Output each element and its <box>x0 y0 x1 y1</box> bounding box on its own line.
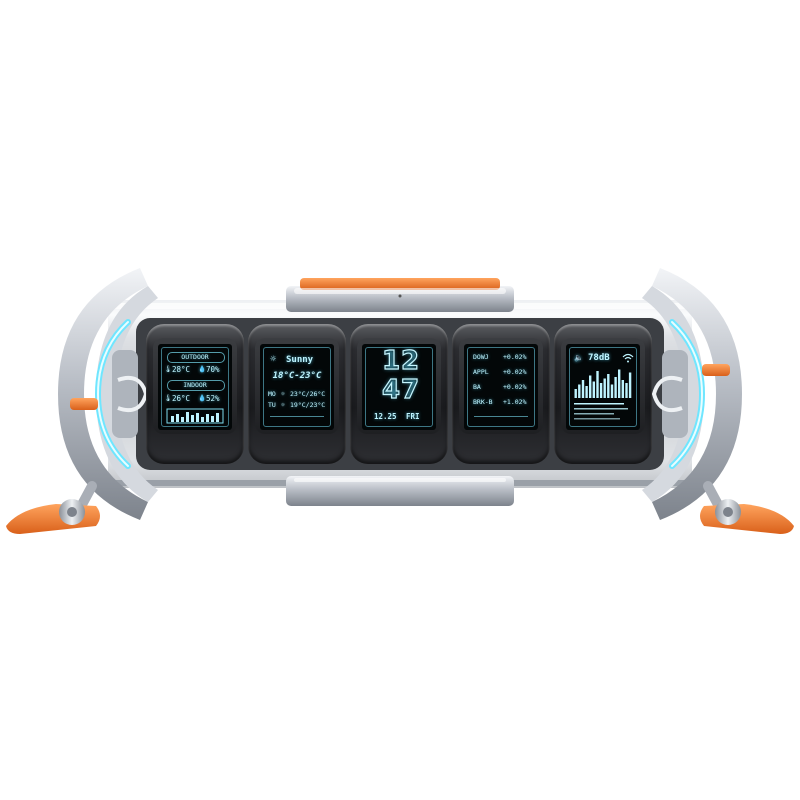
equalizer-bar <box>581 380 585 398</box>
screen-clock: 1 2 4 7 12.25 FRI <box>362 344 436 430</box>
left-end-cap <box>58 268 158 520</box>
outdoor-temp: 28°C <box>172 365 191 374</box>
cube-stocks: DOWJ +0.02% APPL +0.02% BA +0.02% BRK-B … <box>452 324 550 464</box>
top-sensor-dot <box>398 294 402 298</box>
right-orange-tab <box>702 364 730 376</box>
audio-level: 78dB <box>588 353 610 363</box>
sun-icon: ☼ <box>281 401 285 409</box>
thermometer-icon: 🌡 <box>164 365 173 373</box>
screen-audio: 🔈 78dB <box>566 344 640 430</box>
equalizer-bar <box>599 383 603 398</box>
screen-forecast: ☼ Sunny 18°C-23°C MO ☼ 23°C/26°C TU ☼ 19… <box>260 344 334 430</box>
right-foot <box>700 481 794 534</box>
clock-minute-tens: 4 <box>381 375 401 405</box>
clock-hour-ones: 2 <box>400 346 420 376</box>
bottom-bracket <box>286 476 514 506</box>
left-foot <box>6 481 100 534</box>
equalizer-bar <box>628 372 632 398</box>
stock-symbol: BA <box>473 383 481 391</box>
clock-date: 12.25 <box>374 412 397 421</box>
audio-detail-lines <box>574 403 628 420</box>
equalizer-icon <box>574 369 632 398</box>
equalizer-bar <box>618 369 621 398</box>
equalizer-bar <box>621 380 624 398</box>
humidity-drop-icon: 💧 <box>198 365 207 373</box>
thermometer-icon: 🌡 <box>164 394 173 402</box>
cube-audio: 🔈 78dB <box>554 324 652 464</box>
stock-symbol: DOWJ <box>473 353 489 361</box>
equalizer-bar <box>585 386 588 398</box>
indoor-temp: 26°C <box>172 394 191 403</box>
equalizer-bar <box>592 381 595 398</box>
wifi-icon <box>622 353 634 363</box>
stock-change: +0.02% <box>503 383 527 391</box>
forecast-range-2: 19°C/23°C <box>290 401 326 409</box>
stock-symbol: APPL <box>473 368 489 376</box>
equalizer-bar <box>574 389 577 398</box>
stock-change: +0.02% <box>503 353 527 361</box>
sun-icon: ☼ <box>270 354 277 365</box>
screen-stocks: DOWJ +0.02% APPL +0.02% BA +0.02% BRK-B … <box>464 344 538 430</box>
stock-symbol: BRK-B <box>473 398 493 406</box>
cube-forecast: ☼ Sunny 18°C-23°C MO ☼ 23°C/26°C TU ☼ 19… <box>248 324 346 464</box>
top-accent-strip <box>300 278 500 290</box>
equalizer-bar <box>610 384 614 398</box>
equalizer-bar <box>596 371 599 398</box>
clock-hour-tens: 1 <box>381 346 401 376</box>
forecast-condition: Sunny <box>286 355 314 365</box>
clock-minute-ones: 7 <box>400 375 420 405</box>
equalizer-bar <box>614 377 617 398</box>
screen-row: OUTDOOR 🌡 28°C 💧 70% INDOOR 🌡 26°C 💧 52% <box>146 324 654 464</box>
outdoor-label: OUTDOOR <box>181 353 209 361</box>
cube-clock: 1 2 4 7 12.25 FRI <box>350 324 448 464</box>
cube-weather-compare: OUTDOOR 🌡 28°C 💧 70% INDOOR 🌡 26°C 💧 52% <box>146 324 244 464</box>
sun-icon: ☼ <box>281 390 285 398</box>
equalizer-bar <box>589 375 592 398</box>
bar-graph-icon <box>166 408 224 424</box>
equalizer-bar <box>603 378 606 398</box>
screen-weather-compare: OUTDOOR 🌡 28°C 💧 70% INDOOR 🌡 26°C 💧 52% <box>158 344 232 430</box>
forecast-temp-range: 18°C-23°C <box>272 371 322 381</box>
forecast-range-1: 23°C/26°C <box>290 390 326 398</box>
forecast-day-2: TU <box>268 401 276 409</box>
forecast-day-1: MO <box>268 390 276 398</box>
stock-change: +0.02% <box>503 368 527 376</box>
stock-change: +1.02% <box>503 398 527 406</box>
outdoor-humidity: 70% <box>206 365 220 374</box>
right-end-cap <box>642 268 742 520</box>
indoor-label: INDOOR <box>183 381 207 389</box>
speaker-icon: 🔈 <box>574 353 584 362</box>
clock-weekday: FRI <box>406 412 420 421</box>
indoor-humidity: 52% <box>206 394 220 403</box>
equalizer-bar <box>607 374 610 398</box>
left-orange-tab <box>70 398 98 410</box>
equalizer-bar <box>578 384 581 398</box>
humidity-drop-icon: 💧 <box>198 394 207 402</box>
equalizer-bar <box>625 383 628 398</box>
